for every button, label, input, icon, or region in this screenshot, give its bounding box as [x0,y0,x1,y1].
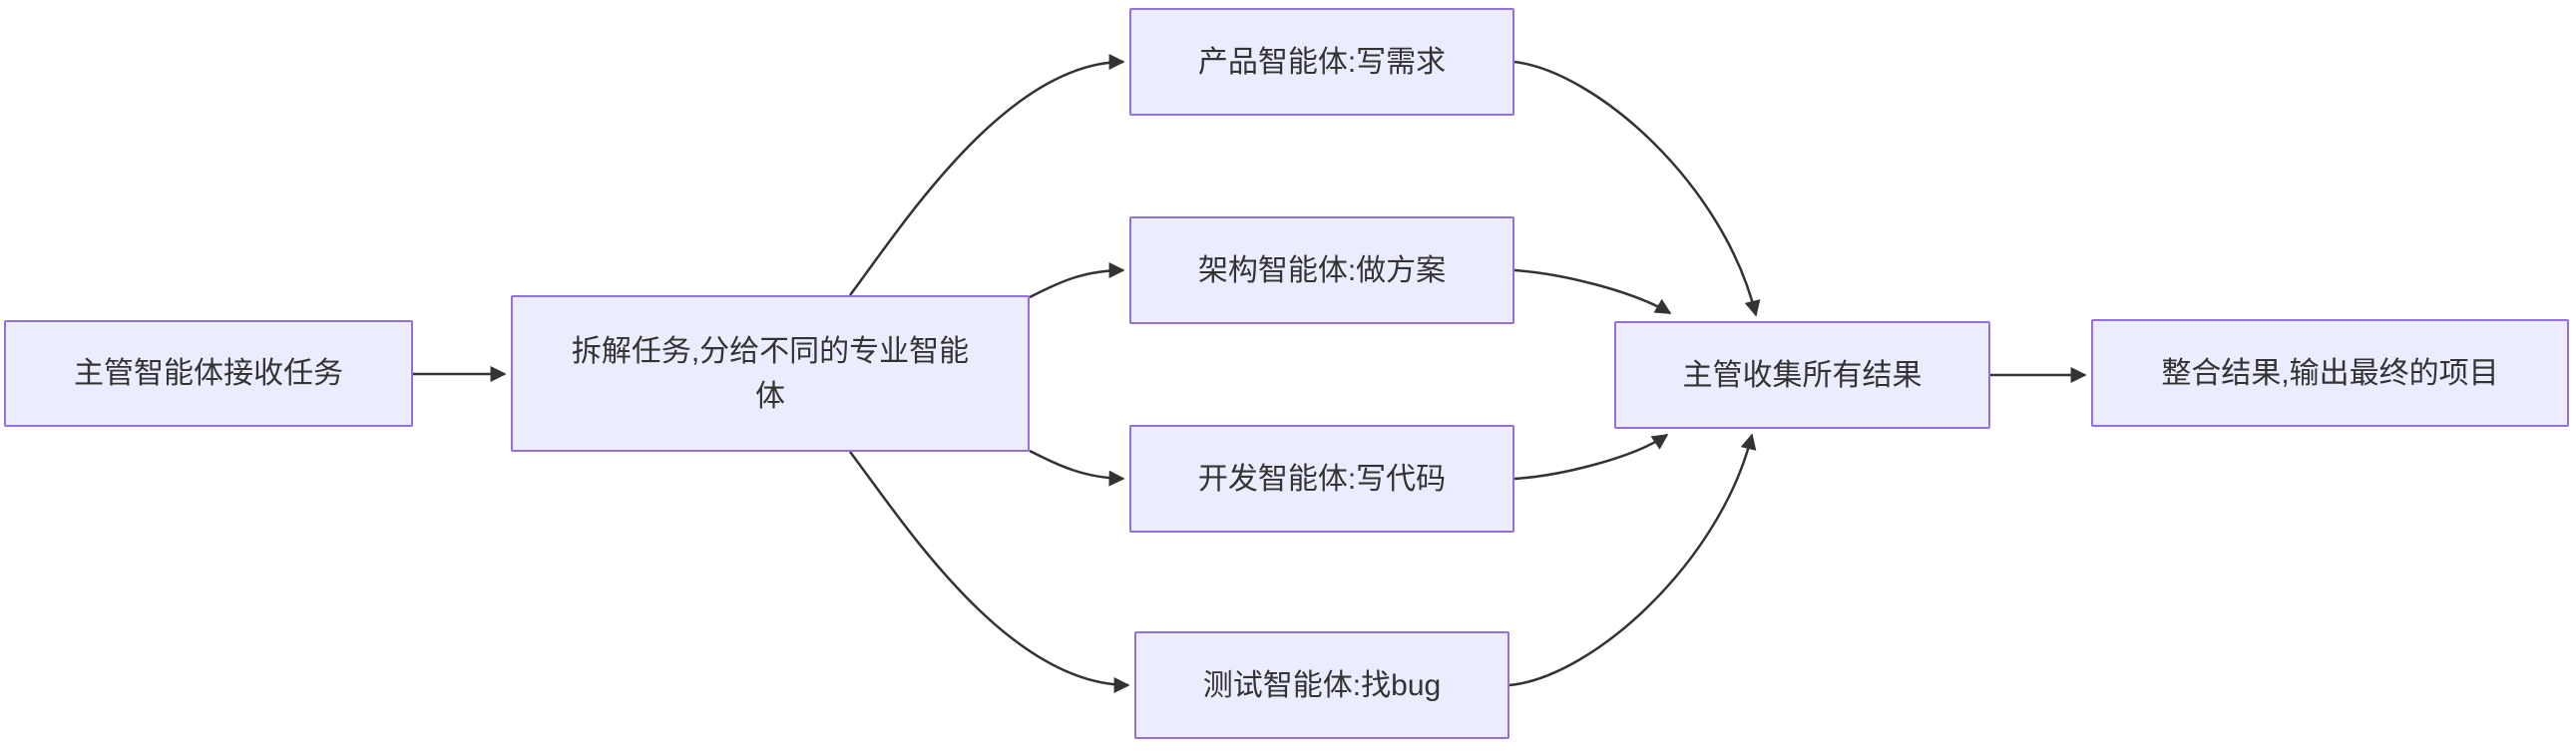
node-label: 开发智能体:写代码 [1197,462,1447,496]
node-split-task-assign-agents: 拆解任务,分给不同的专业智能体 [511,295,1030,452]
node-testing-agent: 测试智能体:找bug [1134,631,1509,739]
edge-product-to-collect [1513,60,1761,317]
node-label: 测试智能体:找bug [1202,668,1442,702]
edge-split-to-product [848,54,1125,296]
node-supervisor-receive-task: 主管智能体接收任务 [4,320,413,427]
node-label: 主管智能体接收任务 [74,357,343,390]
edge-development-to-collect [1513,433,1669,481]
edge-split-to-development [1029,449,1125,487]
node-development-agent: 开发智能体:写代码 [1129,425,1514,533]
node-architecture-agent: 架构智能体:做方案 [1129,216,1514,324]
edge-split-to-testing [849,451,1130,693]
edge-split-to-architecture [1029,262,1125,299]
node-label: 整合结果,输出最终的项目 [2161,356,2499,390]
node-product-agent: 产品智能体:写需求 [1129,8,1514,116]
node-label: 架构智能体:做方案 [1197,253,1447,287]
edge-testing-to-collect [1508,433,1757,687]
node-label: 主管收集所有结果 [1682,358,1923,392]
node-label: 拆解任务,分给不同的专业智能体 [571,334,970,413]
edge-architecture-to-collect [1513,268,1672,315]
node-merge-results-output-project: 整合结果,输出最终的项目 [2091,319,2569,427]
node-supervisor-collect-results: 主管收集所有结果 [1614,321,1990,429]
node-label: 产品智能体:写需求 [1197,45,1447,79]
